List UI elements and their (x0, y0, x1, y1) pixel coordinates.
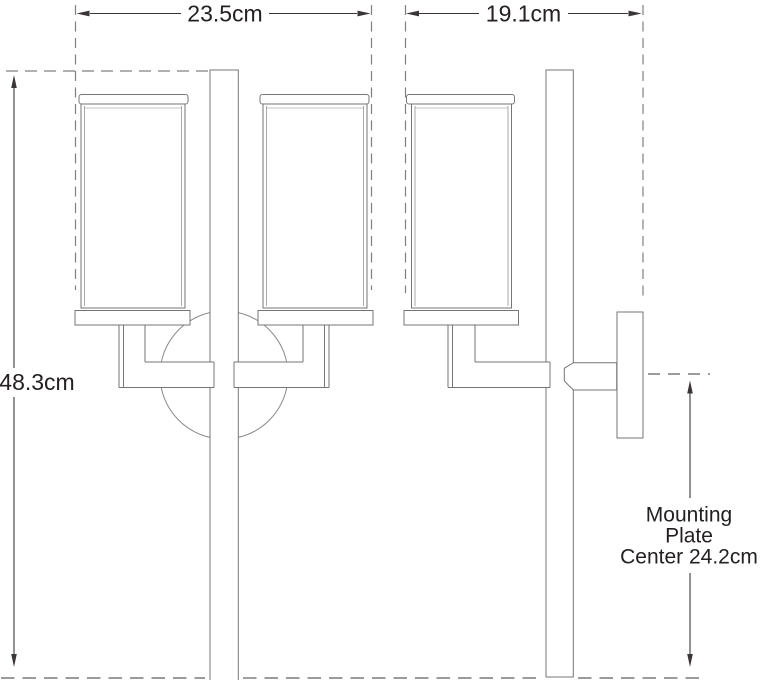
side-shade-holder (403, 310, 519, 326)
left-shade-top-rim (78, 94, 189, 105)
front-right-arm (233, 325, 330, 388)
front-left-arm (118, 325, 215, 388)
extension-lines (1, 5, 710, 679)
side-arm-fill (448, 362, 550, 388)
side-arm (447, 325, 551, 388)
height-arrow-up (11, 75, 17, 88)
front-view (74, 69, 374, 680)
front-left-shade (74, 94, 191, 326)
left-shade-body (80, 103, 186, 309)
depth-side-label: 19.1cm (486, 1, 561, 27)
dimension-width-front: 23.5cm (76, 1, 371, 27)
side-shade-top-rim (406, 94, 515, 105)
mounting-label-line3: Center 24.2cm (620, 546, 758, 569)
width-front-arrow-left (76, 10, 90, 17)
dimension-mounting-center: Mounting Plate Center 24.2cm (620, 380, 758, 667)
height-arrow-down (11, 654, 17, 667)
mounting-arrow-down (687, 654, 693, 667)
right-shade-body (262, 103, 368, 309)
side-shade-body (411, 103, 512, 309)
right-arm-fill (234, 362, 329, 388)
front-right-shade (257, 94, 374, 326)
side-view (403, 69, 644, 678)
dimension-depth-side: 19.1cm (406, 1, 642, 27)
mounting-plate (616, 311, 644, 439)
depth-side-arrow-right (628, 10, 642, 17)
mounting-label-line1: Mounting (646, 504, 732, 527)
right-shade-holder (257, 310, 374, 326)
width-front-arrow-right (357, 10, 371, 17)
side-wall-arm-connector (563, 362, 618, 391)
mounting-label-line2: Plate (665, 525, 713, 548)
height-label: 48.3cm (0, 369, 75, 395)
side-shade (403, 94, 519, 326)
mounting-arrow-up (687, 380, 693, 394)
depth-side-arrow-left (406, 10, 419, 17)
left-arm-fill (119, 362, 214, 388)
width-front-label: 23.5cm (187, 1, 262, 27)
dimension-height: 48.3cm (0, 75, 75, 667)
right-shade-top-rim (259, 94, 370, 105)
left-shade-holder (74, 310, 191, 326)
